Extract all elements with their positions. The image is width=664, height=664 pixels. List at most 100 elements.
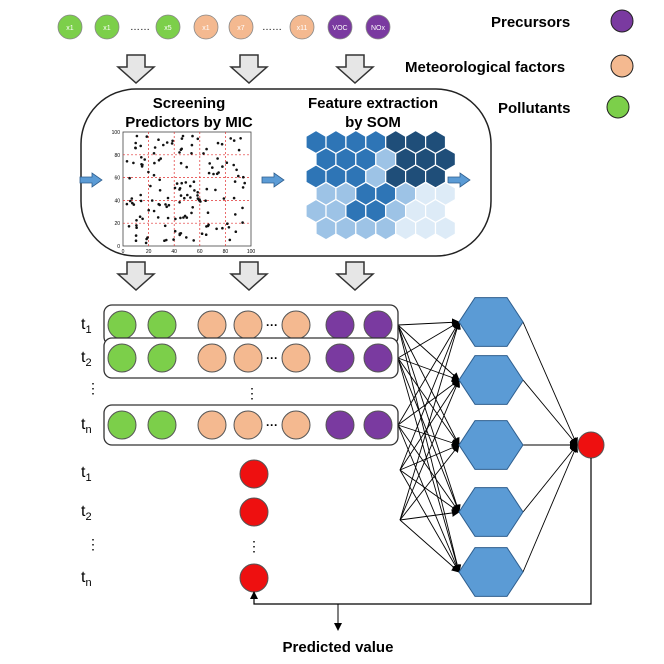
scatter-point [182,216,185,219]
scatter-point [149,184,152,188]
scatter-point [237,174,240,178]
scatter-point [232,139,236,142]
scatter-point [186,193,189,197]
time-label-t2-row: t2 [81,349,92,369]
scatter-point [239,137,242,140]
scatter-point [157,158,161,162]
scatter-point [202,152,205,155]
scatter-point [158,178,161,182]
hidden-hexagon-node [458,547,524,597]
scatter-point [145,135,149,138]
legend-precursors-label: Precursors [491,14,570,31]
rows-vertical-ellipsis: ⋮ [245,385,259,401]
input-row-ellipsis: ··· [266,318,278,332]
scatter-point [165,205,168,209]
top-row-variable-circle [57,14,83,40]
scatter-point [212,172,215,176]
hidden-hexagon-node [458,355,524,405]
time-label-vdots-pred: ⋮ [86,536,100,552]
hidden-output-connection [522,444,578,513]
top-row-variable-circle [289,14,315,40]
predicted-sequence: ⋮ [239,459,269,593]
scatter-point [158,203,161,207]
stage1-title-line1: Screening [153,95,226,112]
stage2-title-line1: Feature extraction [308,95,438,112]
scatter-point [232,163,235,167]
scatter-point [193,189,196,192]
scatter-point [183,214,187,218]
scatter-point [190,211,193,215]
scatter-point [196,191,199,194]
scatter-point [145,237,148,241]
network-connections [397,318,578,573]
scatter-point [178,188,181,191]
scatter-point [150,199,154,202]
input-variable-circle [363,343,393,373]
scatter-point [199,200,202,203]
input-variable-circle [325,310,355,340]
scatter-point [243,181,246,185]
scatter-point [208,162,211,165]
scatter-point [189,196,192,199]
hidden-output-connection [522,379,578,446]
scatter-point [164,203,167,206]
scatter-point [196,194,199,197]
scatter-point [241,206,244,210]
scatter-point [147,170,150,174]
scatter-point [129,199,132,203]
scatter-x-tick: 80 [223,249,229,255]
som-hex-cell [315,216,337,241]
scatter-point [139,144,142,148]
input-hidden-connection [397,321,460,359]
scatter-frame [122,131,252,247]
input-variable-circle [107,410,137,440]
som-hex-cell [355,216,377,241]
scatter-point [207,171,211,175]
scatter-point [207,223,210,227]
legend: Precursors Meteorological factors Pollut… [405,9,634,119]
input-hidden-connection [397,324,460,446]
input-variable-circle [197,343,227,373]
predicted-vertical-ellipsis: ⋮ [247,538,261,554]
input-hidden-connection [399,321,461,521]
scatter-point [175,182,179,185]
down-arrows-top [116,54,375,85]
scatter-point [173,229,177,233]
scatter-point [135,134,139,138]
scatter-point [152,209,156,213]
scatter-point [179,216,182,220]
down-block-arrow [229,54,269,85]
input-variable-circle [325,343,355,373]
scatter-point [214,188,217,192]
scatter-point [180,181,183,185]
input-variable-circle [281,343,311,373]
scatter-point [185,216,189,219]
predicted-circle [239,497,269,527]
input-variable-circle [107,343,137,373]
scatter-point [232,196,236,200]
scatter-point [138,215,142,218]
scatter-point [134,146,137,150]
scatter-point [178,151,181,154]
scatter-point [135,224,138,227]
hidden-output-connection [522,321,578,446]
scatter-y-tick: 0 [117,244,120,250]
top-row-variable-label: x1 [103,25,111,32]
feedback-loop [250,458,592,631]
scatter-point [205,225,208,228]
top-row-variable-label: x1 [66,25,74,32]
down-block-arrow [335,54,375,85]
scatter-point [206,211,210,214]
scatter-y-tick: 80 [114,153,120,159]
stage2-title-line2: by SOM [345,114,401,131]
input-hidden-connection [397,357,460,446]
top-row-variable-label: VOC [332,25,347,32]
scatter-point [159,157,162,160]
scatter-x-tick: 0 [122,249,125,255]
scatter-point [163,224,167,228]
scatter-point [190,143,194,147]
hidden-hexagon-node [458,420,524,470]
